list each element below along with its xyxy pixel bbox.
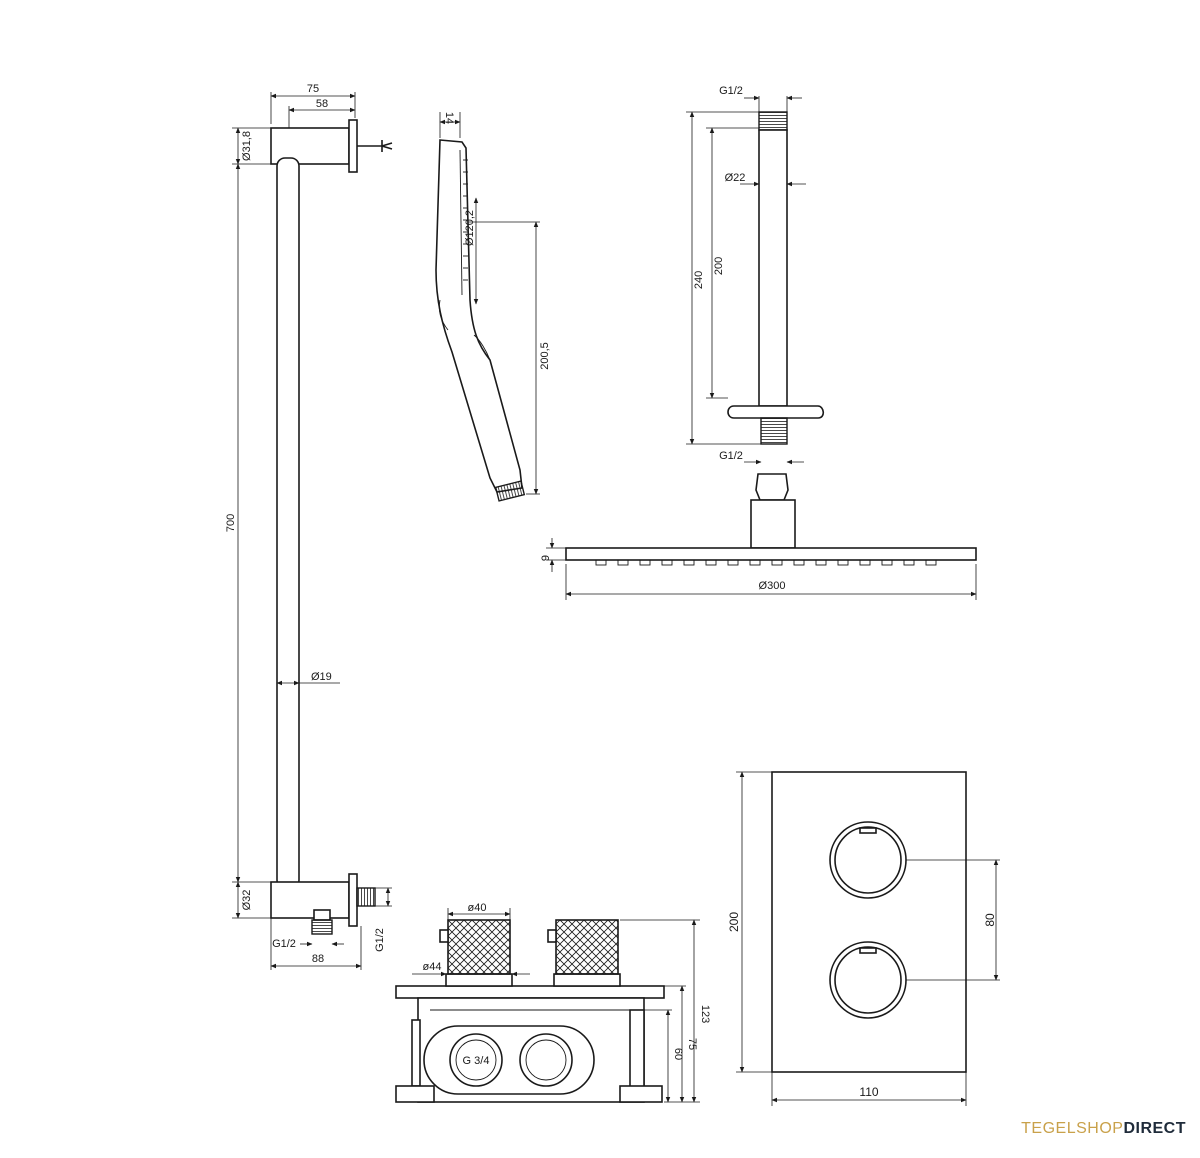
upper-knob-inner [834, 826, 902, 894]
right-knob-base [553, 973, 621, 987]
inlet-left-outer [449, 1033, 503, 1087]
left-knob-base [445, 973, 513, 987]
right-knob-knurled [555, 919, 619, 975]
inlet-right-outer [519, 1033, 573, 1087]
dim-inlet-thread: G 3/4 [463, 1055, 490, 1067]
dim-plate-height: 200 [727, 912, 741, 932]
dim-knob-base-dia: ø44 [423, 961, 442, 973]
thermostat-body-side: G 3/4 ø40 ø44 123 75 60 [395, 902, 711, 1103]
right-knob-tab [547, 929, 557, 943]
head-swivel-joint [755, 473, 789, 501]
left-knob-tab [439, 929, 449, 943]
box-left-foot [395, 1085, 435, 1103]
arm-bottom-thread [760, 417, 788, 445]
dim-rail-bottom-width: 88 [312, 953, 324, 965]
brand-logo: TEGELSHOPDIRECT [1021, 1120, 1186, 1137]
dim-rail-outlet-thread: G1/2 [272, 938, 296, 950]
dim-rail-arm-width: 58 [316, 98, 328, 110]
left-knob-knurled [447, 919, 511, 975]
arm-top-thread [758, 111, 788, 131]
thermostat-front-plate: 200 80 110 [727, 771, 1000, 1106]
dim-arm-bottom-thread: G1/2 [719, 450, 743, 462]
box-cover-plate [395, 985, 665, 999]
hand-shower-face [459, 149, 463, 296]
dim-handshower-depth: 14 [443, 112, 455, 124]
dim-handshower-head-dia: Ø120,2 [464, 210, 476, 246]
rail-outlet-thread [311, 919, 333, 935]
head-nozzles [595, 559, 937, 566]
hand-shower-body [435, 139, 523, 493]
dim-box-depth-total: 123 [699, 1005, 711, 1023]
dim-box-depth-mid: 75 [686, 1038, 698, 1050]
arm-ceiling-rosette [727, 405, 825, 419]
rail-top-wallplate [348, 119, 358, 173]
lower-knob-marker [859, 947, 877, 954]
dim-arm-dia: Ø22 [725, 172, 746, 184]
dim-rail-top-dia: Ø31,8 [241, 131, 253, 161]
rail-tube [276, 157, 300, 889]
head-plate [565, 547, 977, 561]
arm-tube [758, 129, 788, 407]
dim-head-dia: Ø300 [759, 580, 786, 592]
hand-shower-nozzles [463, 159, 468, 281]
dim-box-depth-inner: 60 [672, 1048, 684, 1060]
dim-rail-bottom-dia: Ø32 [241, 890, 253, 911]
box-housing [417, 997, 645, 1103]
box-right-flange [629, 1009, 645, 1091]
rail-wall-screw [357, 140, 393, 152]
dim-head-thickness: 9 [540, 555, 552, 561]
dim-handshower-length: 200,5 [539, 342, 551, 370]
lower-knob-inner [834, 946, 902, 1014]
dim-rail-length: 700 [225, 514, 237, 532]
rail-outlet-neck [313, 909, 331, 921]
upper-knob-marker [859, 827, 877, 834]
slide-rail: 75 58 Ø31,8 700 Ø19 Ø32 G1/2 G1/2 88 [225, 83, 393, 970]
dim-arm-inner-length: 200 [713, 257, 725, 275]
hand-shower-thread [494, 480, 526, 502]
dim-rail-top-width: 75 [307, 83, 319, 95]
dim-knob-spacing: 80 [983, 913, 997, 927]
rail-bottom-bracket [270, 881, 350, 919]
box-left-flange [411, 1019, 421, 1087]
front-plate [771, 771, 967, 1073]
rail-side-thread [356, 887, 376, 907]
hand-shower: 14 Ø120,2 200,5 [435, 112, 551, 502]
box-right-foot [619, 1085, 663, 1103]
rail-bottom-wallplate [348, 873, 358, 927]
dim-knob-dia: ø40 [468, 902, 487, 914]
ceiling-arm: G1/2 Ø22 200 240 G1/2 [686, 85, 825, 465]
dim-plate-width: 110 [859, 1085, 878, 1099]
dim-arm-total-length: 240 [693, 271, 705, 289]
dim-arm-top-thread: G1/2 [719, 85, 743, 97]
dim-rail-tube-dia: Ø19 [311, 671, 332, 683]
head-neck [750, 499, 796, 549]
dim-rail-side-thread: G1/2 [374, 928, 386, 952]
inlet-port-housing [423, 1025, 595, 1095]
rain-shower-head: 9 Ø300 [540, 473, 977, 600]
